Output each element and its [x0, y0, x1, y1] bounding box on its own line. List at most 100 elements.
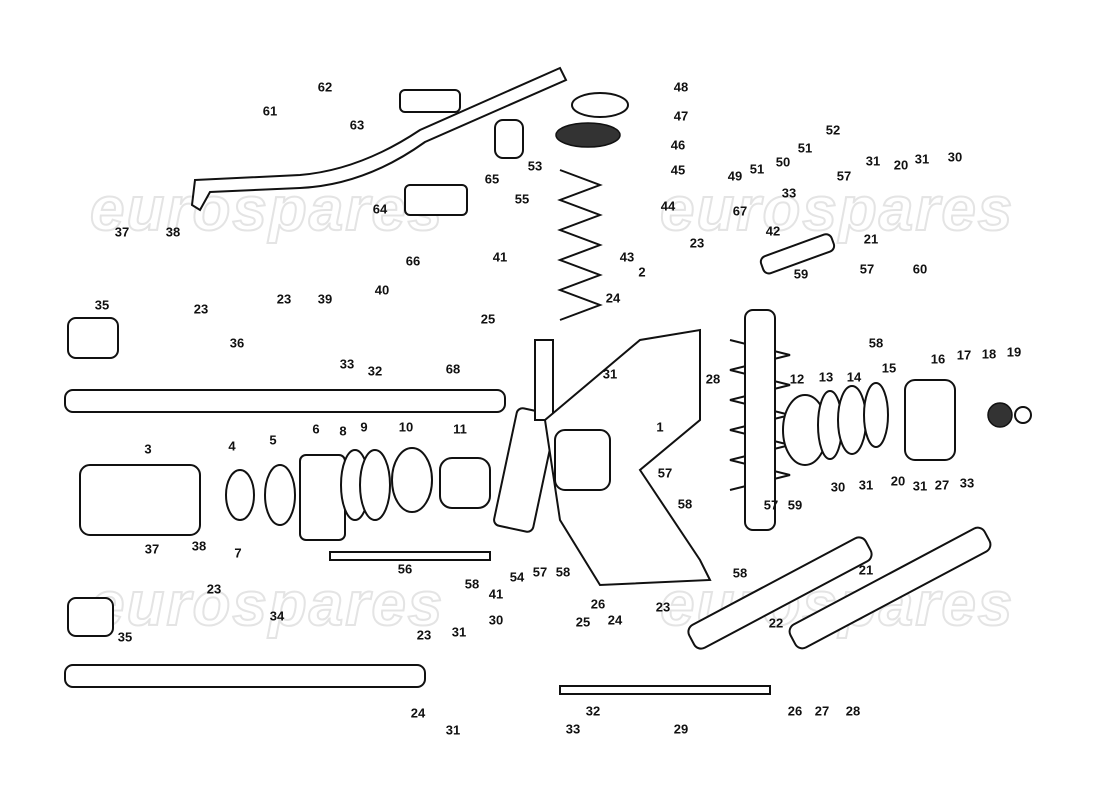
callout-label: 58	[733, 565, 747, 580]
tie-rod-36	[64, 389, 506, 413]
bushing-65	[494, 119, 524, 159]
callout-label: 30	[489, 612, 503, 627]
callout-label: 54	[510, 569, 525, 584]
callout-label: 33	[566, 721, 580, 736]
callout-label: 47	[674, 108, 688, 123]
callout-label: 43	[620, 249, 634, 264]
stub-axle-3	[79, 464, 201, 536]
callout-label: 23	[417, 627, 431, 642]
callout-label: 58	[465, 576, 479, 591]
callout-label: 6	[312, 421, 319, 436]
callout-label: 39	[318, 291, 332, 306]
callout-label: 57	[860, 261, 874, 276]
callout-label: 21	[859, 562, 873, 577]
callout-label: 38	[166, 224, 180, 239]
callout-label: 23	[656, 599, 670, 614]
anti-roll-bar	[190, 66, 568, 212]
callout-label: 5	[269, 432, 276, 447]
callout-label: 52	[826, 122, 840, 137]
flange-6	[299, 454, 346, 541]
callout-label: 24	[608, 612, 623, 627]
callout-label: 57	[533, 564, 547, 579]
callout-label: 12	[790, 371, 804, 386]
callout-label: 30	[948, 149, 962, 164]
callout-label: 13	[819, 369, 833, 384]
callout-label: 31	[859, 477, 873, 492]
callout-label: 26	[591, 596, 605, 611]
mount-35-lower	[67, 597, 114, 637]
callout-label: 27	[935, 477, 949, 492]
callout-label: 64	[373, 201, 388, 216]
callout-label: 24	[411, 705, 426, 720]
callout-label: 2	[638, 264, 645, 279]
spring-seat-ring	[571, 92, 629, 118]
callout-label: 36	[230, 335, 244, 350]
callout-label: 31	[603, 366, 617, 381]
tie-rod-34	[64, 664, 426, 688]
callout-label: 14	[847, 369, 862, 384]
callout-label: 56	[398, 561, 412, 576]
watermark-left-bottom: eurospares	[90, 570, 444, 639]
mount-35-upper	[67, 317, 119, 359]
bushing-clamp-lower	[404, 184, 468, 216]
shock-absorber-left-rod	[534, 339, 554, 421]
callout-label: 20	[891, 473, 905, 488]
callout-label: 8	[339, 423, 346, 438]
callout-label: 31	[913, 478, 927, 493]
bearing-10	[391, 447, 433, 513]
callout-label: 16	[931, 351, 945, 366]
callout-label: 32	[368, 363, 382, 378]
callout-label: 23	[207, 581, 221, 596]
callout-label: 31	[915, 151, 929, 166]
link-42	[759, 233, 836, 275]
callout-label: 38	[192, 538, 206, 553]
callout-label: 48	[674, 79, 688, 94]
parts	[64, 66, 1032, 695]
callout-label: 63	[350, 117, 364, 132]
callout-label: 28	[706, 371, 720, 386]
ring-14	[837, 385, 867, 455]
callout-label: 67	[733, 203, 747, 218]
callout-label: 25	[481, 311, 495, 326]
callout-label: 68	[446, 361, 460, 376]
callout-label: 49	[728, 168, 742, 183]
callout-label: 50	[776, 154, 790, 169]
callout-label: 28	[846, 703, 860, 718]
callout-label: 59	[788, 497, 802, 512]
callout-label: 57	[764, 497, 778, 512]
bearing-4	[225, 469, 255, 521]
callout-label: 57	[658, 465, 672, 480]
callout-label: 26	[788, 703, 802, 718]
callout-label: 45	[671, 162, 685, 177]
callout-label: 58	[556, 564, 570, 579]
callout-label: 55	[515, 191, 529, 206]
callout-label: 66	[406, 253, 420, 268]
callout-label: 18	[982, 346, 996, 361]
callout-label: 17	[957, 347, 971, 362]
callout-label: 23	[690, 235, 704, 250]
callout-label: 51	[750, 161, 764, 176]
callout-label: 60	[913, 261, 927, 276]
callout-label: 33	[782, 185, 796, 200]
hub-16	[904, 379, 956, 461]
spring-seat	[555, 122, 621, 148]
callout-label: 58	[678, 496, 692, 511]
callout-label: 1	[656, 419, 663, 434]
callout-label: 51	[798, 140, 812, 155]
radius-arm-22a	[687, 536, 873, 650]
ring-15	[863, 382, 889, 448]
callout-label: 32	[586, 703, 600, 718]
callout-label: 23	[194, 301, 208, 316]
callout-label: 40	[375, 282, 389, 297]
hub-carrier	[543, 328, 712, 587]
callout-label: 53	[528, 158, 542, 173]
callout-label: 31	[446, 722, 460, 737]
rod-29	[559, 685, 771, 695]
hub-carrier-bore	[554, 429, 611, 491]
callout-label: 61	[263, 103, 277, 118]
callout-label: 41	[489, 586, 503, 601]
coil-spring-left	[557, 169, 603, 321]
callout-label: 46	[671, 137, 685, 152]
